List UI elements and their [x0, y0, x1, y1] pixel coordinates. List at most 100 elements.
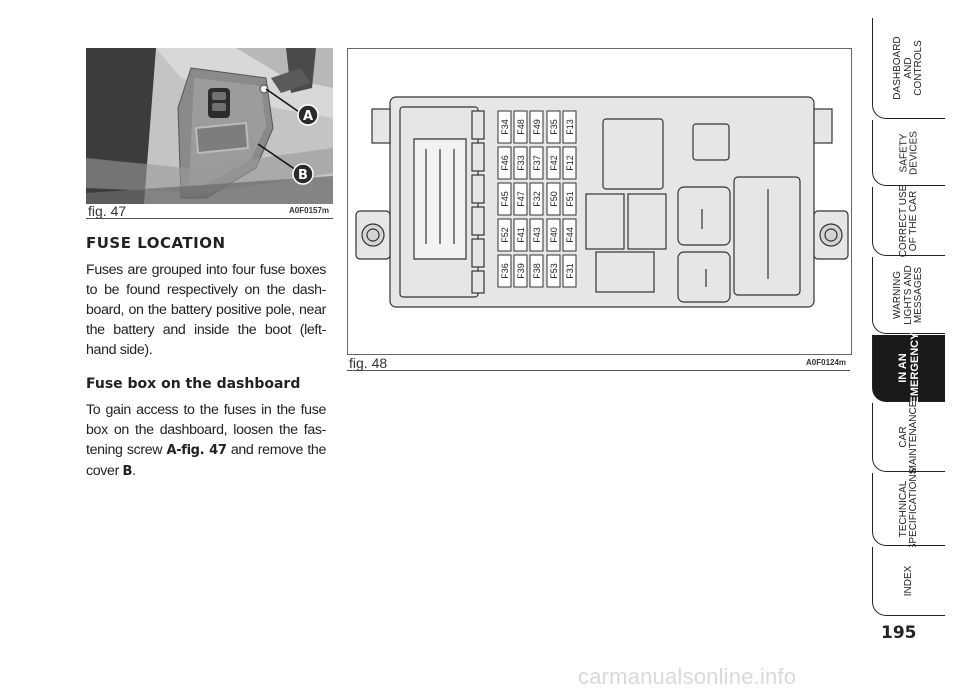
chapter-tab[interactable]: SAFETY DEVICES: [872, 120, 945, 186]
chapter-tab[interactable]: IN AN EMERGENCY: [872, 332, 945, 404]
page-number: 195: [881, 623, 917, 643]
fuse-slot: [529, 254, 544, 288]
access-paragraph: To gain access to the fuses in the fuse …: [86, 400, 326, 482]
fuse-slot: [513, 146, 528, 180]
chapter-tab[interactable]: INDEX: [872, 547, 945, 616]
chapter-tab-label: WARNING LIGHTS AND MESSAGES: [892, 265, 925, 325]
fuse-slot: [529, 182, 544, 216]
fuse-label: F39: [516, 263, 526, 279]
fig48-code: A0F0124m: [806, 358, 847, 367]
chapter-tab-label: SAFETY DEVICES: [897, 130, 920, 175]
fuse-slot: [497, 110, 512, 144]
fuse-label: F48: [516, 119, 526, 135]
fuse-slot: [497, 182, 512, 216]
fuse-label: F34: [500, 119, 510, 135]
fuse-slot: [513, 110, 528, 144]
chapter-tab-label: DASHBOARD AND CONTROLS: [892, 36, 925, 100]
fuse-slot: [529, 218, 544, 252]
figure-reference-a: A-fig. 47: [166, 443, 227, 458]
fuse-label: F46: [500, 155, 510, 171]
fuse-slot: [546, 182, 561, 216]
callout-a-marker: [297, 104, 319, 126]
callout-b-marker: [292, 163, 314, 185]
subsection-title: Fuse box on the dashboard: [86, 376, 301, 392]
dashboard-fuse-cover-illustration: A B: [86, 48, 333, 204]
fuse-label: F42: [549, 155, 559, 171]
fuse-slot: [497, 254, 512, 288]
section-title: FUSE LOCATION: [86, 234, 226, 252]
fuse-slot: [546, 146, 561, 180]
fig47-caption-rule: [86, 218, 333, 219]
access-text-2: and remove the cover: [86, 442, 327, 479]
fuse-slot: [562, 146, 577, 180]
chapter-tab[interactable]: TECHNICAL SPECIFICATIONS: [872, 468, 945, 550]
fuse-slot: [562, 110, 577, 144]
fuse-label: F52: [500, 227, 510, 243]
fuse-label: F41: [516, 227, 526, 243]
fuse-slot: [529, 110, 544, 144]
fuse-label: F47: [516, 191, 526, 207]
chapter-tab[interactable]: CAR MAINTENANCE: [872, 400, 945, 474]
fuse-label: F13: [565, 119, 575, 135]
fuse-label: F33: [516, 155, 526, 171]
fuse-slot: [546, 110, 561, 144]
access-text-1: To gain access to the fuses in the fuse …: [86, 402, 326, 458]
chapter-tab[interactable]: DASHBOARD AND CONTROLS: [872, 18, 945, 119]
cover-reference-b: B: [122, 464, 133, 479]
fuse-label: F50: [549, 191, 559, 207]
fuse-label: F31: [565, 263, 575, 279]
relay-large: [602, 118, 664, 190]
fig47-code: A0F0157m: [289, 206, 330, 215]
chapter-tab[interactable]: WARNING LIGHTS AND MESSAGES: [872, 257, 945, 334]
fig48-caption-rule: [347, 370, 850, 371]
text-column: FUSE LOCATION Fuses are grouped into fou…: [86, 234, 326, 492]
relay-1: [585, 193, 625, 250]
callout-b-label: B: [298, 168, 308, 183]
fuse-slot: [513, 182, 528, 216]
access-text-3: .: [132, 463, 136, 479]
fuse-slot: [497, 218, 512, 252]
fuse-slot: [546, 218, 561, 252]
relay-connector-2: [677, 251, 731, 303]
spare-slot: [471, 110, 485, 140]
fuse-slot: [546, 254, 561, 288]
right-mount-hole: [819, 223, 843, 247]
relay-connector-1: [677, 186, 731, 246]
relay-small: [692, 123, 730, 161]
right-connector: [733, 176, 801, 296]
chapter-tab-label: CAR MAINTENANCE: [897, 400, 920, 474]
fuse-slot: [562, 182, 577, 216]
fuse-label: F36: [500, 263, 510, 279]
intro-paragraph: Fuses are grouped into four fuse boxes t…: [86, 262, 326, 358]
fig48-caption: fig. 48: [349, 355, 388, 371]
fuse-label: F40: [549, 227, 559, 243]
fuse-slot: [513, 254, 528, 288]
fuse-label: F49: [532, 119, 542, 135]
fuse-slot: [562, 218, 577, 252]
figure-47-illustration: A B: [86, 48, 333, 204]
fuse-label: F44: [565, 227, 575, 243]
left-clip-top: [371, 108, 391, 144]
callout-a-label: A: [303, 109, 313, 124]
relay-2: [627, 193, 667, 250]
fuse-label: F12: [565, 155, 575, 171]
relay-3: [595, 251, 655, 293]
fuse-label: F45: [500, 191, 510, 207]
left-mount-hole: [361, 223, 385, 247]
fuse-slot: [497, 146, 512, 180]
fuse-label: F51: [565, 191, 575, 207]
watermark: carmanualsonline.info: [578, 664, 797, 689]
chapter-tab[interactable]: CORRECT USE OF THE CAR: [872, 185, 945, 257]
fuse-label: F53: [549, 263, 559, 279]
fuse-label: F32: [532, 191, 542, 207]
fuse-label: F35: [549, 119, 559, 135]
fuse-slot: [513, 218, 528, 252]
chapter-tab-label: IN AN EMERGENCY: [897, 332, 921, 404]
fuse-slot: [562, 254, 577, 288]
fuse-slot: [529, 146, 544, 180]
right-clip-top: [813, 108, 833, 144]
fuse-label: F37: [532, 155, 542, 171]
fig47-caption: fig. 47: [88, 203, 127, 219]
